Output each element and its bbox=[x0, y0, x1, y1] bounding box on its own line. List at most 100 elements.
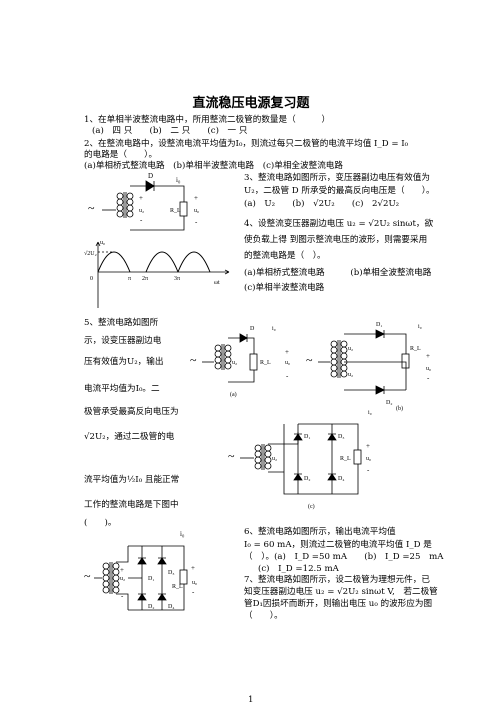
q5-line-6: √2U₂，通过二极管的电 bbox=[84, 432, 175, 442]
q4-option-c: (c)单相半波整流电路 bbox=[244, 283, 325, 293]
svg-text:R_L: R_L bbox=[410, 346, 421, 352]
q5-circuit-b: ~ D₁ D₂ i₀ R_L u₂ u₂ u₀ + - (b) bbox=[306, 322, 431, 412]
svg-text:i₀: i₀ bbox=[272, 326, 276, 332]
svg-text:0: 0 bbox=[90, 276, 93, 282]
svg-text:u₀: u₀ bbox=[194, 208, 199, 214]
q3-line1: 3、整流电路如图所示，变压器副边电压有效值为 bbox=[244, 173, 430, 183]
q4-waveform: u₀ √2U₂ 0 π 2π 3π ωt bbox=[84, 240, 230, 308]
svg-text:D₂: D₂ bbox=[386, 400, 392, 406]
svg-text:-: - bbox=[140, 216, 143, 224]
svg-text:~: ~ bbox=[306, 353, 313, 367]
svg-text:π: π bbox=[128, 276, 131, 282]
svg-text:+: + bbox=[191, 564, 195, 572]
svg-text:~: ~ bbox=[190, 353, 197, 367]
svg-text:u₀: u₀ bbox=[192, 580, 197, 586]
svg-text:-: - bbox=[367, 466, 370, 474]
q5-line-2: 示，设变压器副边电 bbox=[84, 336, 162, 346]
q1-stem: 1、在单相半波整流电路中，所用整流二极管的数量是（ ） bbox=[84, 115, 331, 125]
q3-line2: U₂，二极管 D 所承受的最高反向电压是（ ）。 bbox=[244, 186, 435, 196]
page-number: 1 bbox=[248, 695, 254, 705]
svg-text:-: - bbox=[195, 218, 198, 226]
svg-text:+: + bbox=[139, 194, 143, 202]
svg-text:u₂: u₂ bbox=[272, 456, 277, 462]
q5-line-3: 压有效值为U₂，输出 bbox=[84, 357, 164, 367]
q5-line-9: ( )。 bbox=[84, 518, 117, 528]
svg-text:u₀: u₀ bbox=[100, 240, 105, 246]
svg-text:D₂: D₂ bbox=[148, 604, 154, 610]
svg-text:D₃: D₃ bbox=[168, 570, 174, 576]
svg-text:D₁: D₁ bbox=[376, 322, 382, 328]
svg-text:u₀: u₀ bbox=[285, 360, 290, 366]
svg-text:u₀: u₀ bbox=[426, 366, 431, 372]
q3-options: (a) U₂ (b) √2U₂ (c) 2√2U₂ bbox=[244, 199, 400, 209]
svg-text:i₀: i₀ bbox=[418, 324, 422, 330]
page-title: 直流稳压电源复习题 bbox=[192, 96, 310, 111]
svg-text:u₀: u₀ bbox=[366, 456, 371, 462]
q7-line2: 知变压器副边电压 u₂ = √2U₂ sinωt V, 若二极管 bbox=[244, 587, 438, 597]
q1-options: (a) 四 只 (b) 二 只 (c) 一 只 bbox=[92, 126, 248, 136]
q6-line3: （ ）。(a) I_D =50 mA (b) I_D =25 mA bbox=[244, 552, 444, 562]
svg-text:R_L: R_L bbox=[260, 360, 271, 366]
source-tilde: ~ bbox=[88, 201, 95, 215]
svg-text:3π: 3π bbox=[174, 276, 180, 282]
svg-text:2π: 2π bbox=[142, 276, 148, 282]
q6-line4: (c) I_D =12.5 mA bbox=[258, 564, 339, 574]
svg-text:~: ~ bbox=[84, 569, 91, 583]
q5-circuit-a: ~ D i₀ u₂ R_L u₀ + - (a) bbox=[190, 326, 290, 398]
svg-text:(b): (b) bbox=[396, 405, 403, 412]
q4-options-ab: (a)单相桥式整流电路 (b)单相全波整流电路 bbox=[244, 268, 432, 278]
svg-text:R_L: R_L bbox=[170, 208, 181, 214]
q7-line3: 管D₁因损坏而断开，则输出电压 u₀ 的波形应为图 bbox=[244, 599, 433, 609]
q6-circuit-diagram: i₀ ~ D₁ D₃ D₂ D₄ u₂ R_L u₀ + - + - bbox=[84, 530, 197, 611]
q4-line1: 4、设整流变压器副边电压 u₂ = √2U₂ sinωt，欲 bbox=[244, 219, 434, 229]
svg-text:+: + bbox=[194, 194, 198, 202]
q6-line2: I₀ = 60 mA，则流过二极管的电流平均值 I_D 是 bbox=[244, 540, 432, 550]
svg-text:√2U₂: √2U₂ bbox=[84, 250, 97, 257]
svg-text:+: + bbox=[366, 442, 370, 450]
svg-text:-: - bbox=[286, 372, 289, 380]
svg-text:u₂: u₂ bbox=[120, 576, 125, 582]
svg-text:D₄: D₄ bbox=[338, 476, 344, 482]
q3-circuit-diagram: ~ D i₀ R_L u₂ + - u₀ + - bbox=[88, 172, 199, 231]
svg-text:u₂: u₂ bbox=[348, 346, 353, 352]
q5-line-1: 5、整流电路如图所 bbox=[84, 318, 159, 328]
svg-text:i₀: i₀ bbox=[368, 410, 372, 416]
svg-text:i₀: i₀ bbox=[176, 176, 181, 184]
svg-text:-: - bbox=[121, 592, 124, 600]
q5-line-5: 极管承受最高反向电压为 bbox=[84, 407, 179, 417]
q5-line-8: 工作的整流电路是下图中 bbox=[84, 500, 179, 510]
diode-d bbox=[145, 180, 155, 192]
svg-text:(c): (c) bbox=[308, 503, 315, 510]
svg-text:D: D bbox=[250, 326, 255, 332]
q6-line1: 6、整流电路如图所示，输出电流平均值 bbox=[244, 527, 396, 537]
svg-text:D₁: D₁ bbox=[148, 576, 154, 582]
svg-text:D₁: D₁ bbox=[304, 434, 310, 440]
svg-text:D₄: D₄ bbox=[168, 604, 174, 610]
svg-text:D₃: D₃ bbox=[338, 434, 344, 440]
svg-text:D: D bbox=[148, 172, 153, 180]
svg-text:-: - bbox=[192, 588, 195, 596]
svg-text:ωt: ωt bbox=[214, 280, 220, 286]
q7-line1: 7、整流电路如图所示，设二极管为理想元件，已 bbox=[244, 575, 430, 585]
svg-text:-: - bbox=[427, 374, 430, 382]
q5-circuit-c: i₀ ~ D₁ D₃ D₂ D₄ u₂ R_L u₀ + - (c) bbox=[228, 410, 372, 510]
svg-text:u₂: u₂ bbox=[139, 208, 144, 214]
q2-line2: 的电路是（ ）。 bbox=[84, 150, 158, 160]
svg-text:u₂: u₂ bbox=[348, 372, 353, 378]
svg-text:(a): (a) bbox=[230, 391, 237, 398]
q5-line-4: 电流平均值为I₀。二 bbox=[84, 384, 160, 394]
svg-text:u₂: u₂ bbox=[232, 360, 237, 366]
q2-options: (a)单相桥式整流电路 (b)单相半波整流电路 (c)单相全波整流电路 bbox=[84, 161, 343, 171]
svg-text:i₀: i₀ bbox=[180, 530, 185, 538]
svg-text:R_L: R_L bbox=[172, 584, 183, 590]
waveform-curve bbox=[97, 251, 211, 273]
svg-text:R_L: R_L bbox=[340, 456, 351, 462]
svg-text:+: + bbox=[285, 348, 289, 356]
svg-text:+: + bbox=[120, 566, 124, 574]
load-resistor bbox=[179, 201, 188, 217]
q4-line3: 的整流电路是（ ）。 bbox=[244, 251, 326, 261]
q2-line1: 2、在整流电路中，设整流电流平均值为I₀，则流过每只二极管的电流平均值 I_D … bbox=[84, 139, 409, 149]
q7-line4: （ ）。 bbox=[244, 611, 283, 621]
q4-line2: 使负载上得 到图示整流电压的波形，则需要采用 bbox=[244, 235, 428, 245]
q5-line-7: 流平均值为½I₀ 且能正常 bbox=[84, 475, 180, 485]
